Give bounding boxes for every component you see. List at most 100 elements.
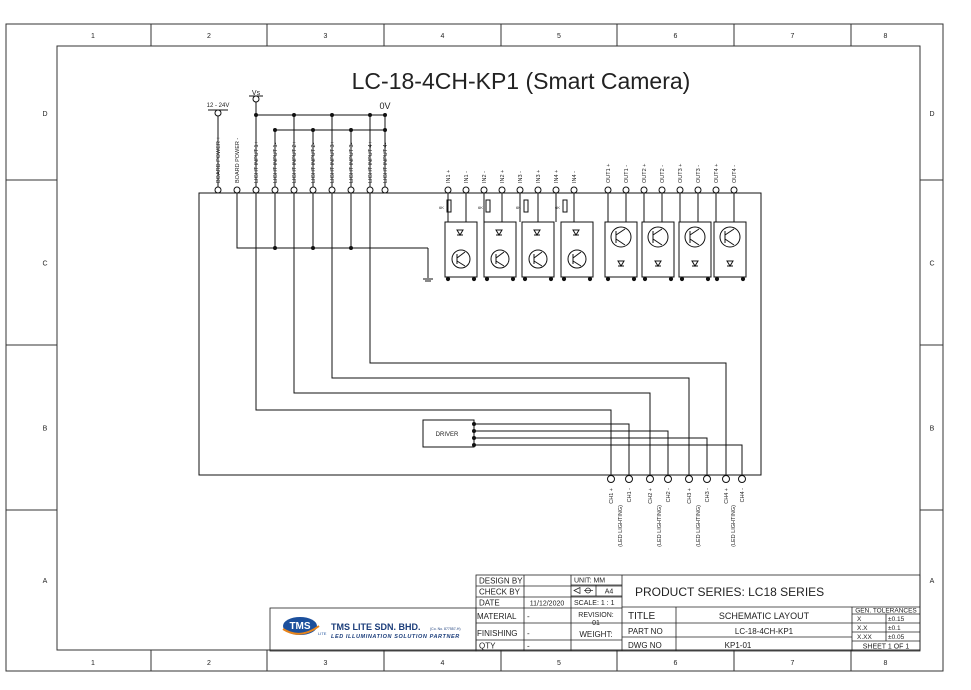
- top-pin-label: BOARD POWER -: [235, 138, 241, 183]
- channel-output-pins: CH1 +CH1 -CH2 +CH2 -CH3 +CH3 -CH4 +CH4 -…: [607, 475, 746, 547]
- zone-row-label: C: [929, 261, 934, 268]
- projection-symbol-icon: [573, 586, 593, 595]
- supply-12-24v: 12 - 24V: [207, 103, 230, 187]
- finishing-label: FINISHING: [477, 629, 517, 638]
- io-pin: IN1 +: [444, 170, 452, 194]
- zone-col-label: 8: [884, 660, 888, 667]
- io-pin: OUT4 -: [730, 165, 738, 194]
- ch-pin: CH4 +: [722, 475, 730, 504]
- io-pin-label: IN2 +: [500, 170, 506, 183]
- driver-block: [422, 419, 475, 448]
- ch-pin-label: CH4 -: [740, 488, 746, 503]
- ch-pin-label: CH1 +: [609, 488, 615, 504]
- io-pin: OUT1 -: [622, 165, 630, 194]
- product-series: PRODUCT SERIES: LC18 SERIES: [635, 585, 824, 599]
- date-value: 11/12/2020: [530, 601, 565, 608]
- io-pin: IN4 +: [552, 170, 560, 194]
- junction-dot: [368, 113, 372, 117]
- logo-sub-text: LITE: [318, 631, 327, 636]
- io-pin-label: IN4 +: [554, 170, 560, 183]
- tolerance-value: ±0.05: [888, 634, 905, 641]
- revision-label: REVISION:: [578, 612, 613, 619]
- junction-dot: [292, 113, 296, 117]
- inner-frame: [56, 45, 921, 651]
- zone-row-label: D: [929, 111, 934, 118]
- io-pin-label: IN3 -: [518, 171, 524, 183]
- zone-col-label: 5: [557, 33, 561, 40]
- io-pin-label: IN1 +: [446, 170, 452, 183]
- ch-pin-label: CH2 +: [648, 488, 654, 504]
- supply-vs-label: Vs: [252, 90, 261, 97]
- company-logo: TMS LITE: [282, 617, 327, 636]
- io-pin-label: OUT1 -: [624, 165, 630, 183]
- driver-label: DRIVER: [436, 432, 459, 438]
- optocoupler: [604, 221, 638, 282]
- company-name: TMS LITE SDN. BHD.: [331, 622, 421, 632]
- sheet-number: SHEET 1 OF 1: [863, 644, 910, 651]
- resistor-label: 6K: [516, 205, 521, 210]
- ch-pin: CH3 -: [703, 475, 711, 502]
- check-by-label: CHECK BY: [479, 588, 521, 597]
- ch-pin-label: CH1 -: [627, 488, 633, 503]
- top-pin: LIGHT INPUT 2-: [309, 142, 317, 194]
- io-pin: IN2 +: [498, 170, 506, 194]
- io-pin-label: OUT2 +: [642, 164, 648, 183]
- zone-row-label: B: [43, 426, 48, 433]
- ch-pin-label: CH4 +: [724, 488, 730, 504]
- io-pin: IN4 -: [570, 171, 578, 194]
- top-pin-label: LIGHT INPUT 3+: [330, 141, 336, 183]
- zone-row-label: B: [930, 426, 935, 433]
- unit-label: UNIT: MM: [574, 578, 605, 585]
- junction-dot: [383, 113, 387, 117]
- io-pin-label: IN2 -: [482, 171, 488, 183]
- zone-dividers: [6, 24, 943, 671]
- io-pin-label: OUT1 +: [606, 164, 612, 183]
- zone-row-label: D: [42, 111, 47, 118]
- revision-value: 01: [592, 620, 600, 627]
- finishing-value: -: [527, 629, 530, 638]
- io-pin: OUT4 +: [712, 164, 720, 194]
- logo-text: TMS: [289, 621, 310, 632]
- scale-label: SCALE: 1 : 1: [574, 600, 615, 607]
- ch-pin: CH2 +: [646, 475, 654, 504]
- zone-col-label: 3: [324, 33, 328, 40]
- junction-dot: [349, 128, 353, 132]
- zone-col-label: 4: [441, 33, 445, 40]
- zone-col-label: 3: [324, 660, 328, 667]
- junction-dot: [273, 128, 277, 132]
- io-pin: OUT3 +: [676, 164, 684, 194]
- top-pin-label: LIGHT INPUT 4+: [368, 141, 374, 183]
- sheet-size: A4: [605, 589, 614, 596]
- top-pin-label: LIGHT INPUT 2-: [311, 142, 317, 183]
- resistor-label: 6K: [478, 205, 483, 210]
- title-label: TITLE: [628, 611, 656, 622]
- top-pin-label: LIGHT INPUT 3-: [349, 142, 355, 183]
- top-pin-label: LIGHT INPUT 1-: [273, 142, 279, 183]
- zone-col-label: 6: [674, 660, 678, 667]
- led-lighting-label: (LED LIGHTING): [731, 505, 737, 547]
- top-pin: LIGHT INPUT 1+: [252, 141, 260, 194]
- top-pin-label: BOARD POWER +: [216, 136, 222, 183]
- zone-row-label: A: [43, 578, 48, 585]
- optocoupler: 6K: [516, 199, 555, 282]
- io-pin-label: IN1 -: [464, 171, 470, 183]
- ch-pin: CH1 -: [625, 475, 633, 503]
- top-pin: LIGHT INPUT 4-: [381, 142, 389, 194]
- top-pin: BOARD POWER -: [233, 138, 241, 194]
- zero-volt-label: 0V: [379, 101, 390, 111]
- tolerance-key: X.X: [857, 625, 868, 632]
- junction-dot: [383, 128, 387, 132]
- ch-pin: CH3 +: [685, 475, 693, 504]
- zone-col-label: 8: [884, 33, 888, 40]
- zone-col-label: 2: [207, 660, 211, 667]
- junction-dot: [330, 113, 334, 117]
- resistor-label: 6K: [439, 205, 444, 210]
- tolerance-header: GEN. TOLERANCES: [855, 608, 917, 615]
- io-pin: IN2 -: [480, 171, 488, 194]
- title-block: DESIGN BY CHECK BY DATE 11/12/2020 MATER…: [269, 574, 921, 652]
- junction-dot: [254, 113, 258, 117]
- io-pin-label: OUT4 +: [714, 164, 720, 183]
- supply-voltage-label: 12 - 24V: [207, 103, 230, 109]
- io-pin-label: OUT3 -: [696, 165, 702, 183]
- led-lighting-label: (LED LIGHTING): [618, 505, 624, 547]
